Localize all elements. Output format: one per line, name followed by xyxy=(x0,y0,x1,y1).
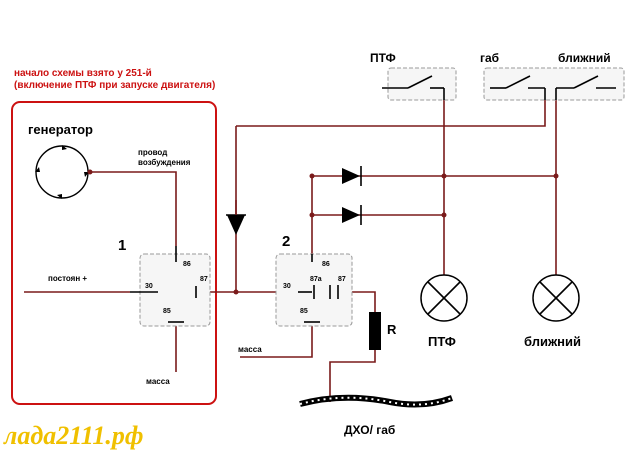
postoyan-label: постоян + xyxy=(48,274,87,283)
relay-2 xyxy=(275,253,353,327)
relay-2-pin-85: 85 xyxy=(300,308,308,315)
wires xyxy=(24,100,557,402)
gab-near-switch xyxy=(483,67,625,101)
massa-label-2: масса xyxy=(238,345,262,354)
relay-1-pin-86: 86 xyxy=(183,261,191,268)
near-lamp-label: ближний xyxy=(524,334,581,349)
relay-2-pin-30: 30 xyxy=(283,283,291,290)
junction-dots xyxy=(233,173,559,295)
ptf-switch xyxy=(382,67,457,101)
ptf-lamp xyxy=(420,274,468,322)
gab-switch-label: габ xyxy=(480,51,499,65)
near-switch-label: ближний xyxy=(558,51,611,65)
dho-label: ДХО/ габ xyxy=(344,423,395,437)
diode-upper xyxy=(342,166,362,186)
massa-label-1: масса xyxy=(146,377,170,386)
excitation-wire-label-1: провод xyxy=(138,148,167,157)
note-line-2: (включение ПТФ при запуске двигателя) xyxy=(14,80,215,91)
generator-frame xyxy=(11,101,217,405)
resistor xyxy=(369,312,381,350)
relay-1-number: 1 xyxy=(118,237,126,254)
relay-1-pin-87: 87 xyxy=(200,276,208,283)
relay-2-pin-86: 86 xyxy=(322,261,330,268)
diode-vertical xyxy=(226,200,246,235)
relay-1 xyxy=(130,246,211,327)
excitation-wire-label-2: возбуждения xyxy=(138,158,191,167)
resistor-label: R xyxy=(387,322,397,337)
relay-1-pin-85: 85 xyxy=(163,308,171,315)
relay-2-pin-87a: 87а xyxy=(310,276,322,283)
relay-1-pin-30: 30 xyxy=(145,283,153,290)
generator-title: генератор xyxy=(28,122,93,137)
generator-symbol xyxy=(35,145,89,199)
diode-lower xyxy=(342,205,362,225)
ptf-switch-label: ПТФ xyxy=(370,51,396,65)
dho-led-strip xyxy=(299,394,454,408)
watermark: лада2111.рф xyxy=(3,421,143,450)
relay-2-pin-87: 87 xyxy=(338,276,346,283)
note-line-1: начало схемы взято у 251-й xyxy=(14,68,152,79)
relay-2-number: 2 xyxy=(282,233,290,250)
ptf-lamp-label: ПТФ xyxy=(428,334,456,349)
near-lamp xyxy=(532,274,580,322)
